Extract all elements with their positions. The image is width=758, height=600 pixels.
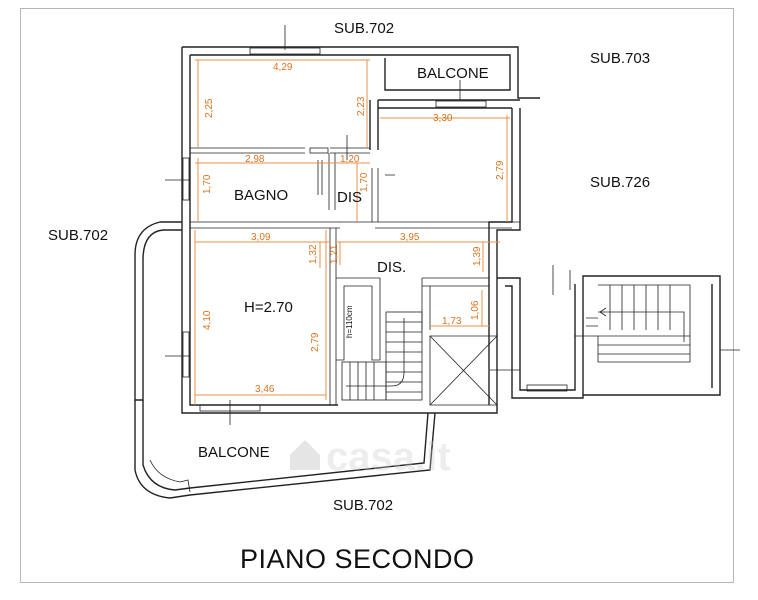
dim-1-70-b: 1,70 [359, 172, 370, 192]
dim-2-98: 2,98 [245, 154, 265, 165]
label-sub-bottom: SUB.702 [333, 497, 393, 514]
exterior-walls [181, 46, 540, 414]
dim-4-10: 4,10 [202, 310, 213, 330]
dimension-lines [194, 59, 510, 405]
room-height: H=2.70 [244, 299, 293, 316]
balcony-outline [134, 221, 436, 499]
room-balcone-top: BALCONE [417, 65, 489, 82]
dim-1-32: 1,32 [308, 244, 319, 264]
house-icon [290, 440, 320, 470]
drawing-frame [20, 8, 734, 583]
dim-3-46: 3,46 [255, 384, 275, 395]
dim-3-30: 3,30 [433, 113, 453, 124]
dim-1-73: 1,73 [442, 316, 462, 327]
watermark-text: casa.it [326, 435, 451, 479]
dim-3-95: 3,95 [400, 232, 420, 243]
label-sub-top: SUB.702 [334, 20, 394, 37]
stairs [341, 311, 423, 401]
label-sub-top-right: SUB.703 [590, 50, 650, 67]
stairwell-right [497, 265, 740, 399]
dim-1-06: 1,06 [470, 300, 481, 320]
dim-4-29: 4,29 [273, 62, 293, 73]
dim-2-79-a: 2,79 [495, 160, 506, 180]
dim-1-20: 1,20 [340, 154, 360, 165]
dim-1-70-a: 1,70 [202, 174, 213, 194]
stair-note: h=110cm [345, 305, 354, 338]
interior-walls [190, 147, 520, 406]
dim-2-25: 2,25 [204, 98, 215, 118]
label-sub-left: SUB.702 [48, 227, 108, 244]
dim-3-09: 3,09 [251, 232, 271, 243]
room-dis-main: DIS. [377, 259, 406, 276]
windows [165, 25, 520, 425]
label-sub-right: SUB.726 [590, 174, 650, 191]
room-bagno: BAGNO [234, 187, 288, 204]
watermark: casa.it [290, 435, 451, 479]
dim-2-23: 2,23 [356, 96, 367, 116]
plan-title: PIANO SECONDO [240, 544, 475, 574]
dim-1-21: 1,21 [329, 244, 340, 264]
room-balcone-bottom: BALCONE [198, 444, 270, 461]
dim-2-79-b: 2,79 [310, 332, 321, 352]
room-dis-top: DIS [337, 189, 362, 206]
dim-1-39: 1,39 [472, 246, 483, 266]
